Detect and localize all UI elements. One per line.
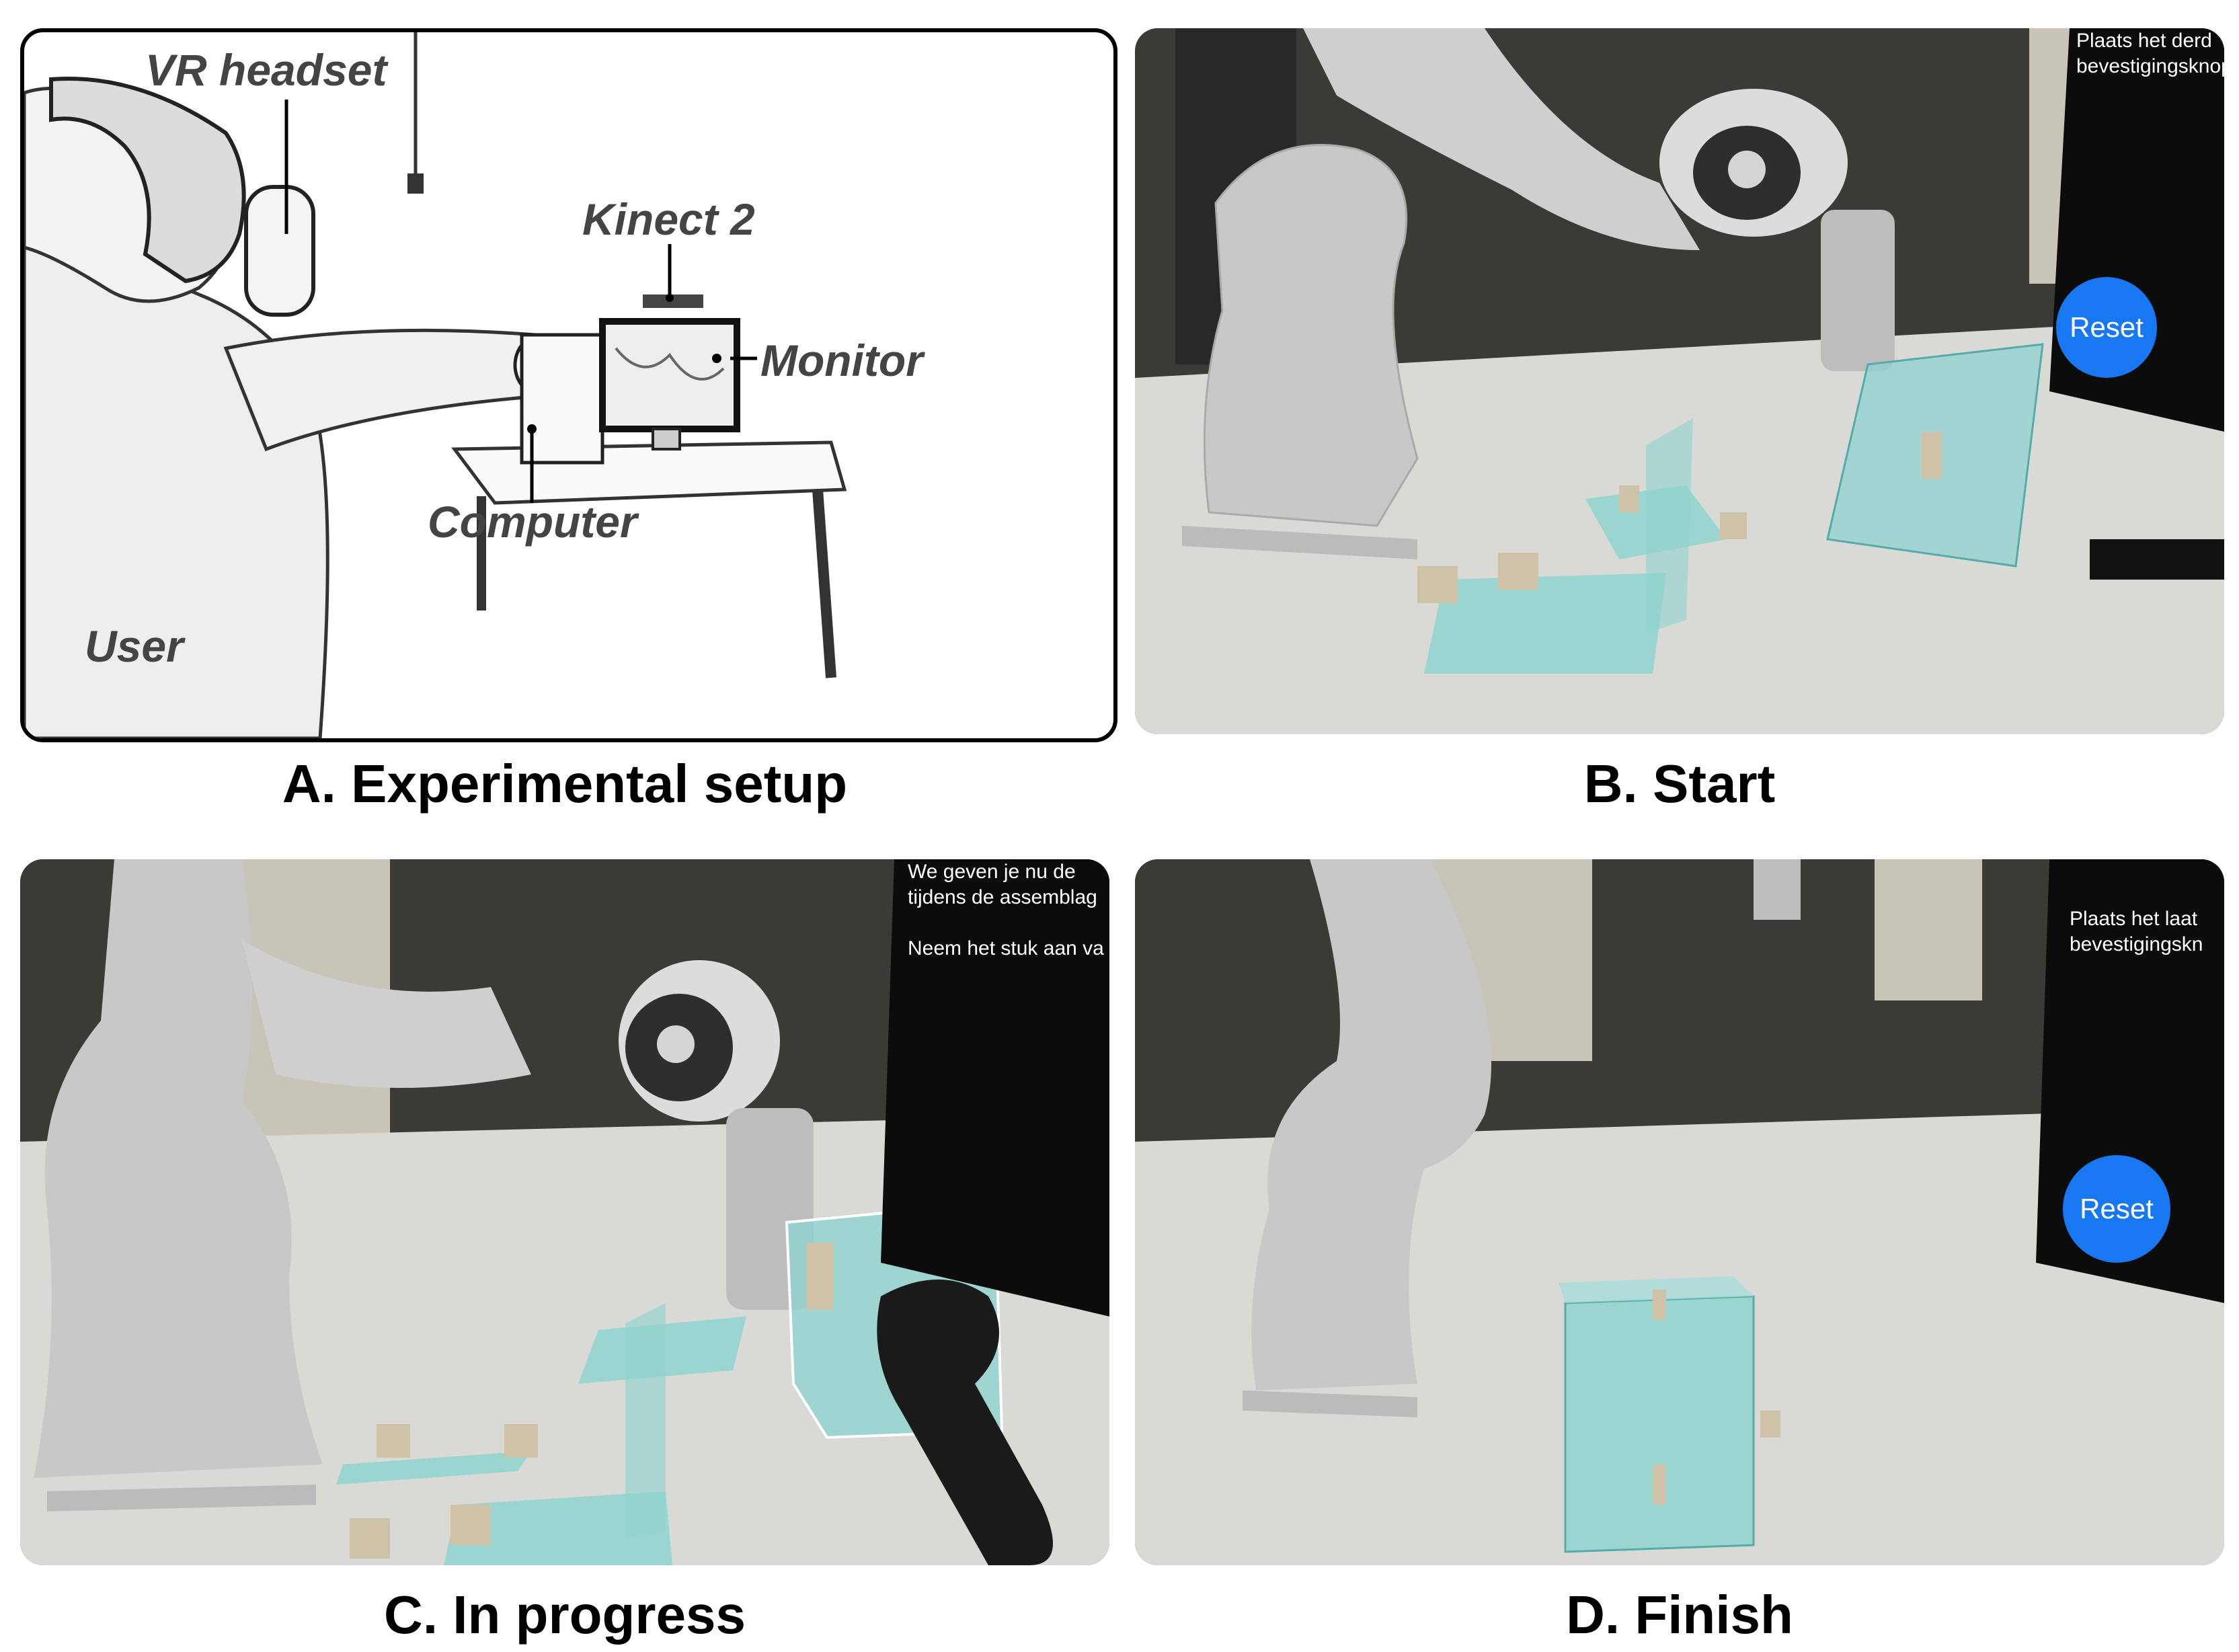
caption-b: B. Start bbox=[1583, 754, 1776, 814]
panel-start: Plaats het derd bevestigingsknop Reset bbox=[1135, 28, 2224, 734]
instruction-text-line1: Plaats het laat bbox=[2070, 908, 2198, 930]
reset-button[interactable]: Reset bbox=[2063, 1155, 2170, 1263]
label-vr-headset: VR headset bbox=[145, 45, 387, 95]
panel-finish: Plaats het laat bevestigingskn Reset bbox=[1135, 859, 2224, 1565]
label-monitor: Monitor bbox=[760, 336, 923, 385]
caption-c: C. In progress bbox=[384, 1585, 746, 1645]
vr-scene-finish bbox=[1135, 859, 2224, 1565]
reset-button[interactable]: Reset bbox=[2056, 277, 2157, 378]
vr-scene-in-progress bbox=[20, 859, 1109, 1565]
label-computer: Computer bbox=[428, 497, 637, 547]
instruction-text-line1: We geven je nu de bbox=[908, 861, 1076, 883]
instruction-text-line2: tijdens de assemblag bbox=[908, 886, 1097, 908]
vr-scene-start bbox=[1135, 28, 2224, 734]
instruction-text-line1: Plaats het derd bbox=[2076, 30, 2212, 52]
caption-d: D. Finish bbox=[1566, 1585, 1793, 1645]
caption-a: A. Experimental setup bbox=[282, 754, 848, 814]
instruction-text-line2: bevestigingskn bbox=[2070, 933, 2203, 955]
instruction-text-line2: bevestigingsknop bbox=[2076, 55, 2224, 77]
instruction-text-line4: Neem het stuk aan va bbox=[908, 937, 1104, 959]
label-kinect: Kinect 2 bbox=[582, 194, 755, 244]
panel-experimental-setup: VR headset Kinect 2 Monitor Computer Use… bbox=[20, 28, 1117, 742]
panel-in-progress: We geven je nu de tijdens de assemblag N… bbox=[20, 859, 1109, 1565]
label-user: User bbox=[85, 621, 184, 671]
setup-sketch bbox=[24, 32, 847, 738]
